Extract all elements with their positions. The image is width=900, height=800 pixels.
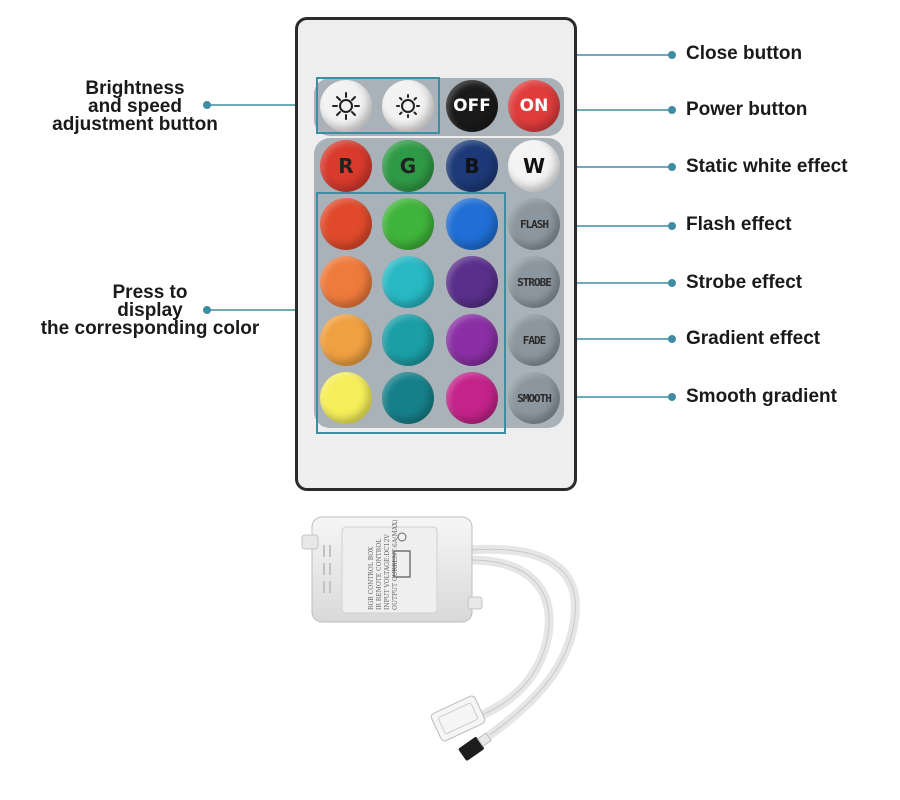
brightness-down-icon — [396, 94, 420, 118]
color-button[interactable] — [446, 314, 498, 366]
button-label: R — [338, 154, 354, 178]
color-button[interactable] — [320, 372, 372, 424]
color-button[interactable] — [382, 256, 434, 308]
color-button[interactable] — [446, 372, 498, 424]
button-label: G — [399, 154, 417, 178]
color-button[interactable] — [382, 198, 434, 250]
button-label: B — [464, 154, 480, 178]
off-button[interactable]: OFF — [446, 80, 498, 132]
effect-button-fade[interactable]: FADE — [508, 314, 560, 366]
color-button[interactable] — [382, 372, 434, 424]
brightness-up-icon — [332, 92, 360, 120]
on-button[interactable]: ON — [508, 80, 560, 132]
brightness-down-button[interactable] — [382, 80, 434, 132]
color-button[interactable] — [382, 314, 434, 366]
box-label-4: OUTPUT CURRENT:6A(MAX) — [392, 519, 399, 610]
box-label-3: INPUT VOLTAGE:DC12V — [384, 534, 391, 610]
effect-button-flash[interactable]: FLASH — [508, 198, 560, 250]
button-g[interactable]: G — [382, 140, 434, 192]
color-button[interactable] — [446, 256, 498, 308]
effect-label: FLASH — [519, 217, 549, 231]
effect-label: FADE — [522, 333, 546, 347]
female-connector — [430, 695, 486, 742]
flash-callout: Flash effect — [686, 214, 792, 235]
color-button[interactable] — [320, 198, 372, 250]
close-callout: Close button — [686, 43, 803, 64]
gradient-callout: Gradient effect — [686, 328, 821, 349]
box-label-1: RGB CONTROL BOX — [368, 546, 375, 610]
button-label: W — [522, 154, 546, 178]
ir-receiver-head — [458, 737, 484, 761]
color-button[interactable] — [320, 314, 372, 366]
box-label-2: IR REMOTE CONTROL — [376, 539, 383, 610]
controller-unit: RGB CONTROL BOX IR REMOTE CONTROL INPUT … — [301, 516, 580, 761]
smooth-callout: Smooth gradient — [686, 386, 837, 407]
brightness-frame — [316, 77, 440, 134]
color-grid-frame — [316, 192, 506, 434]
cable-upper — [465, 544, 580, 740]
button-b[interactable]: B — [446, 140, 498, 192]
power-callout: Power button — [686, 99, 808, 120]
press-color-callout: Press to display the corresponding color — [40, 282, 260, 339]
static-white-callout: Static white effect — [686, 156, 848, 177]
strobe-callout: Strobe effect — [686, 272, 803, 293]
color-button[interactable] — [320, 256, 372, 308]
button-w[interactable]: W — [508, 140, 560, 192]
on-label: ON — [519, 96, 549, 116]
effect-button-strobe[interactable]: STROBE — [508, 256, 560, 308]
brightness-up-button[interactable] — [320, 80, 372, 132]
color-button[interactable] — [446, 198, 498, 250]
effect-label: STROBE — [517, 275, 552, 289]
effect-label: SMOOTH — [517, 391, 552, 405]
button-r[interactable]: R — [320, 140, 372, 192]
effect-button-smooth[interactable]: SMOOTH — [508, 372, 560, 424]
brightness-callout: Brightness and speed adjustment button — [52, 78, 218, 135]
off-label: OFF — [453, 96, 491, 116]
